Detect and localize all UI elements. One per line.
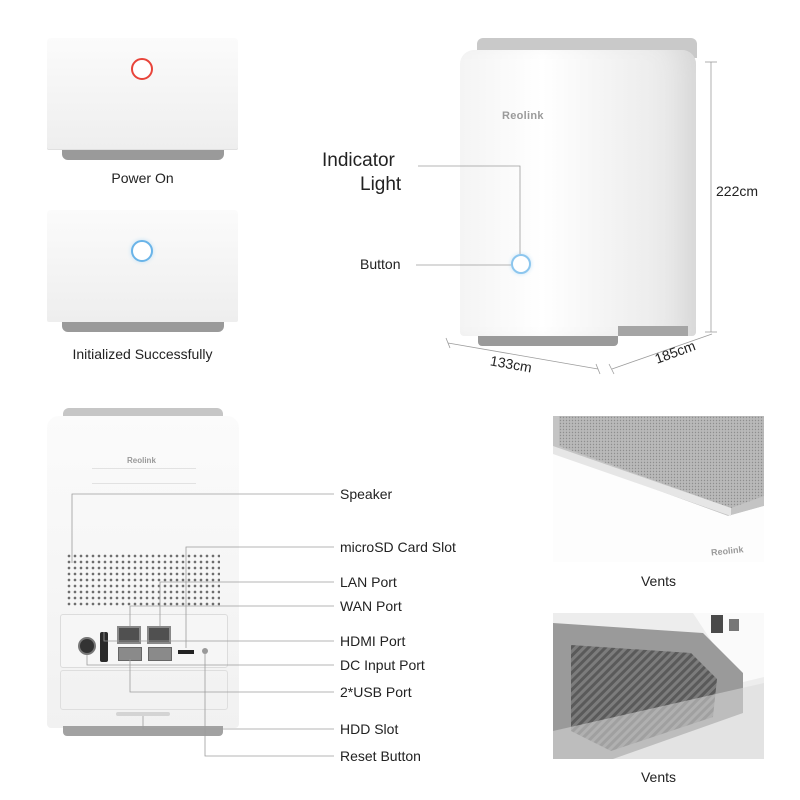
depth-dimension: 185cm bbox=[652, 337, 698, 367]
power-on-caption: Power On bbox=[111, 170, 174, 186]
top-vents-closeup: Reolink bbox=[553, 416, 764, 562]
dc-input-port[interactable] bbox=[78, 637, 96, 655]
regulatory-label bbox=[92, 468, 196, 484]
hdd-slot-cover[interactable] bbox=[60, 670, 228, 710]
speaker-vent-grille bbox=[66, 553, 220, 607]
usb-port-1[interactable] bbox=[118, 647, 142, 661]
front-brand-logo: Reolink bbox=[502, 110, 544, 122]
wan-port[interactable] bbox=[117, 626, 141, 644]
dc-input-callout: DC Input Port bbox=[340, 657, 425, 673]
usb-port-2[interactable] bbox=[148, 647, 172, 661]
hdd-slot-callout: HDD Slot bbox=[340, 721, 399, 737]
lan-port-callout: LAN Port bbox=[340, 574, 397, 590]
indicator-light-label-line1: Indicator bbox=[322, 150, 395, 171]
bottom-vents-closeup bbox=[553, 613, 764, 759]
hdmi-port[interactable] bbox=[100, 632, 108, 662]
microsd-slot[interactable] bbox=[178, 650, 194, 654]
button-label: Button bbox=[360, 256, 401, 272]
lan-port[interactable] bbox=[147, 626, 171, 644]
top-vents-caption: Vents bbox=[640, 573, 677, 589]
initialized-indicator-light bbox=[131, 240, 153, 262]
indicator-light-label-line2: Light bbox=[360, 174, 402, 195]
front-button-indicator[interactable] bbox=[511, 254, 531, 274]
width-dimension: 133cm bbox=[488, 352, 534, 376]
reset-button-callout: Reset Button bbox=[340, 748, 421, 764]
reset-button[interactable] bbox=[202, 648, 208, 654]
rear-brand-logo: Reolink bbox=[127, 456, 156, 465]
speaker-callout: Speaker bbox=[340, 486, 393, 502]
height-dimension: 222cm bbox=[716, 183, 759, 199]
hdd-slot-tab[interactable] bbox=[116, 712, 170, 716]
wan-port-callout: WAN Port bbox=[340, 598, 402, 614]
power-on-indicator-light bbox=[131, 58, 153, 80]
bottom-vents-caption: Vents bbox=[640, 769, 677, 785]
hdmi-port-callout: HDMI Port bbox=[340, 633, 406, 649]
initialized-caption: Initialized Successfully bbox=[72, 346, 213, 362]
usb-port-callout: 2*USB Port bbox=[340, 684, 412, 700]
microsd-callout: microSD Card Slot bbox=[340, 539, 456, 555]
